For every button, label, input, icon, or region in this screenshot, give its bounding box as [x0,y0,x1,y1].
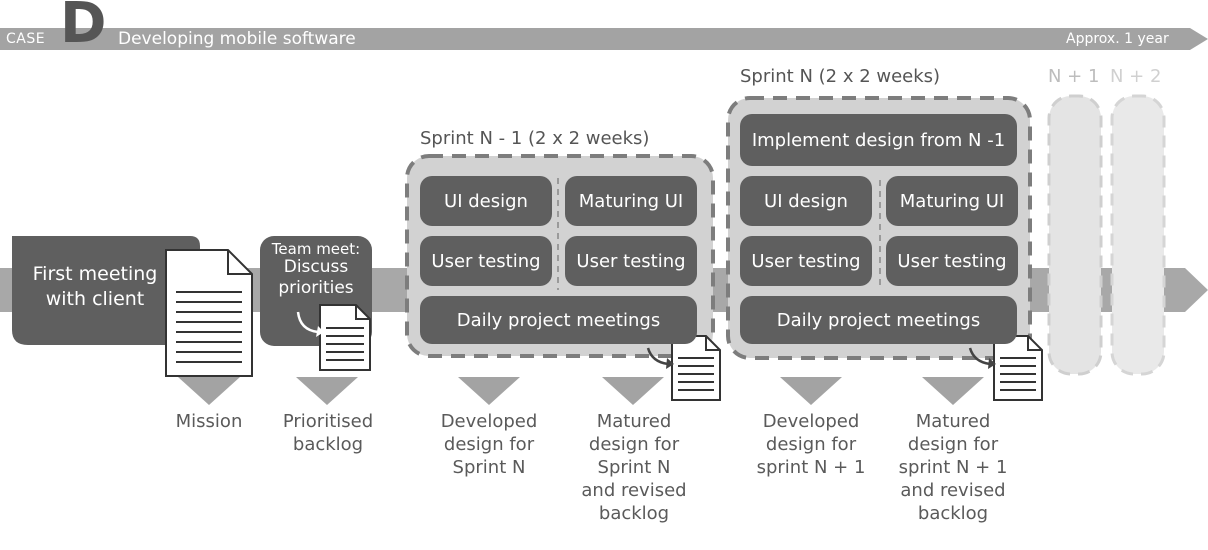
future-sprint-n1-label: N + 1 [1048,66,1100,87]
output-mission: Mission [175,411,243,432]
sprint-n-implement: Implement design from N -1 [740,114,1017,166]
duration-label: Approx. 1 year [1066,31,1169,47]
arrow-matured-n [602,377,664,405]
output-developed-sprint-n1: Developed design for sprint N + 1 [756,411,866,478]
team-meet-title: Team meet: [271,240,361,258]
sprint-n-daily-meetings: Daily project meetings [740,296,1017,344]
arrow-mission [178,377,240,405]
sprint-n-user-testing-1: User testing [740,236,872,286]
arrow-developed-n1 [780,377,842,405]
case-prefix: CASE [6,31,46,47]
output-matured-sprint-n1: Matured design for sprint N + 1 and revi… [898,411,1008,524]
sprint-prev-ui-design: UI design [420,176,552,226]
future-sprint-n2-label: N + 2 [1110,66,1162,87]
output-developed-sprint-n: Developed design for Sprint N [440,411,538,478]
sprint-prev-user-testing-2: User testing [565,236,697,286]
document-icon-sprint-prev [646,335,721,401]
sprint-prev-title: Sprint N - 1 (2 x 2 weeks) [420,128,650,149]
sprint-n-maturing-ui: Maturing UI [886,176,1018,226]
sprint-prev-maturing-ui: Maturing UI [565,176,697,226]
sprint-n-title: Sprint N (2 x 2 weeks) [740,66,941,87]
case-title: Developing mobile software [118,29,356,49]
first-meeting-box [12,236,200,345]
sprint-n-user-testing-2: User testing [886,236,1018,286]
sprint-n1-placeholder [1047,94,1103,376]
arrow-developed-n [458,377,520,405]
header-bar [0,28,1208,50]
sprint-n-ui-design: UI design [740,176,872,226]
output-prioritised-backlog: Prioritised backlog [282,411,374,455]
team-meet-body: Discuss priorities [278,257,354,298]
sprint-prev-daily-meetings: Daily project meetings [420,296,697,344]
case-letter: D [60,0,107,56]
arrow-prioritised [296,377,358,405]
document-icon-backlog [296,304,371,371]
arrow-matured-n1 [922,377,984,405]
document-icon-mission [165,249,253,377]
output-matured-sprint-n: Matured design for Sprint N and revised … [581,411,687,524]
sprint-n2-placeholder [1110,94,1166,376]
sprint-prev-user-testing-1: User testing [420,236,552,286]
document-icon-sprint-n [968,335,1043,401]
first-meeting-label: First meeting with client [32,263,158,310]
